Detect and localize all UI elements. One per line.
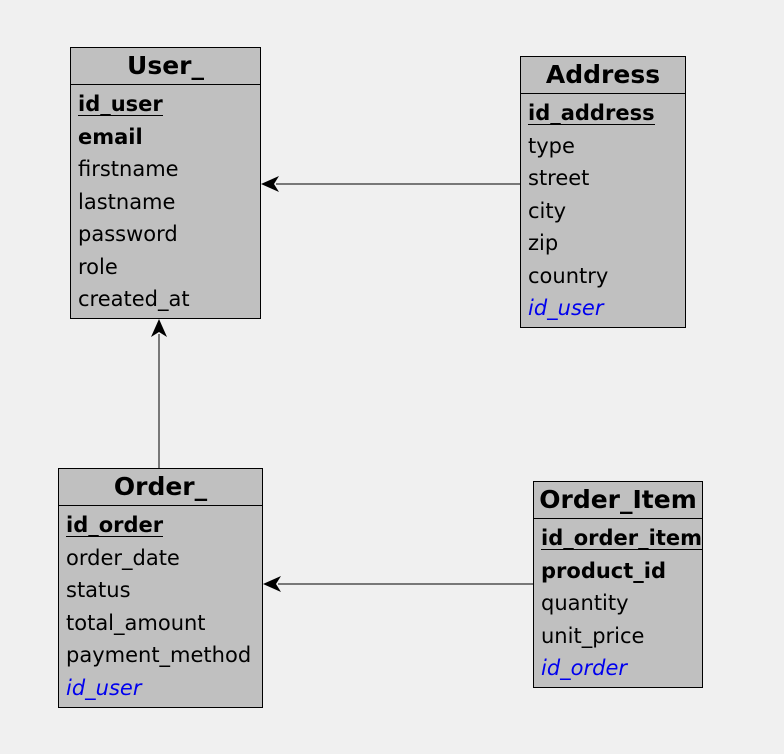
field: firstname <box>78 153 260 186</box>
field-name: unit_price <box>541 623 645 648</box>
primary-key-field: id_order <box>66 509 262 542</box>
arrowhead-icon <box>151 319 167 337</box>
field: order_date <box>66 542 262 575</box>
field: quantity <box>541 587 702 620</box>
foreign-key-field: id_user <box>66 672 262 705</box>
field: zip <box>528 227 685 260</box>
field-name: lastname <box>78 189 176 214</box>
field-name: id_user <box>528 296 604 320</box>
field: created_at <box>78 283 260 316</box>
field-name: id_order <box>66 513 164 537</box>
field: street <box>528 162 685 195</box>
primary-key-field: id_order_item <box>541 522 703 555</box>
field-name: id_user <box>78 92 163 116</box>
field-name: role <box>78 254 118 279</box>
relationship-orderitem-order <box>263 576 533 592</box>
entity-title: Order_ <box>59 469 262 506</box>
field-name: id_order <box>541 656 628 680</box>
primary-key-field: id_user <box>78 88 260 121</box>
foreign-key-field: id_user <box>528 292 685 325</box>
relationship-order-user <box>151 319 167 468</box>
field-name: id_address <box>528 101 655 125</box>
field-name: payment_method <box>66 643 252 667</box>
primary-key-field: id_address <box>528 97 685 130</box>
field: city <box>528 195 685 228</box>
field-name: email <box>78 124 143 149</box>
field-name: country <box>528 263 609 288</box>
arrowhead-icon <box>261 176 279 192</box>
field: total_amount <box>66 607 262 640</box>
field-name: firstname <box>78 157 179 181</box>
field-name: product_id <box>541 558 667 583</box>
field-name: id_order_item <box>541 526 703 550</box>
entity-title: Address <box>521 57 685 94</box>
field: type <box>528 130 685 163</box>
arrowhead-icon <box>263 576 281 592</box>
field-name: street <box>528 166 590 190</box>
field-name: city <box>528 198 567 223</box>
field: country <box>528 260 685 293</box>
field-name: type <box>528 133 575 158</box>
field-name: id_user <box>66 675 142 700</box>
field-name: password <box>78 222 178 246</box>
key-field: email <box>78 121 260 154</box>
field-name: total_amount <box>66 610 206 635</box>
field: role <box>78 251 260 284</box>
entity-title: User_ <box>71 48 260 85</box>
foreign-key-field: id_order <box>541 652 702 685</box>
field-name: order_date <box>66 545 180 570</box>
field: status <box>66 574 262 607</box>
key-field: product_id <box>541 555 702 588</box>
field-name: created_at <box>78 287 190 311</box>
field: password <box>78 218 260 251</box>
field-name: zip <box>528 231 559 255</box>
field: unit_price <box>541 620 702 653</box>
field: payment_method <box>66 639 262 672</box>
field-name: quantity <box>541 591 629 615</box>
field-list: id_order_item product_id quantity unit_pric… <box>534 519 703 685</box>
entity-title: Order_Item <box>534 482 702 519</box>
relationship-address-user <box>261 176 520 192</box>
field-name: status <box>66 578 131 602</box>
field: lastname <box>78 186 260 219</box>
